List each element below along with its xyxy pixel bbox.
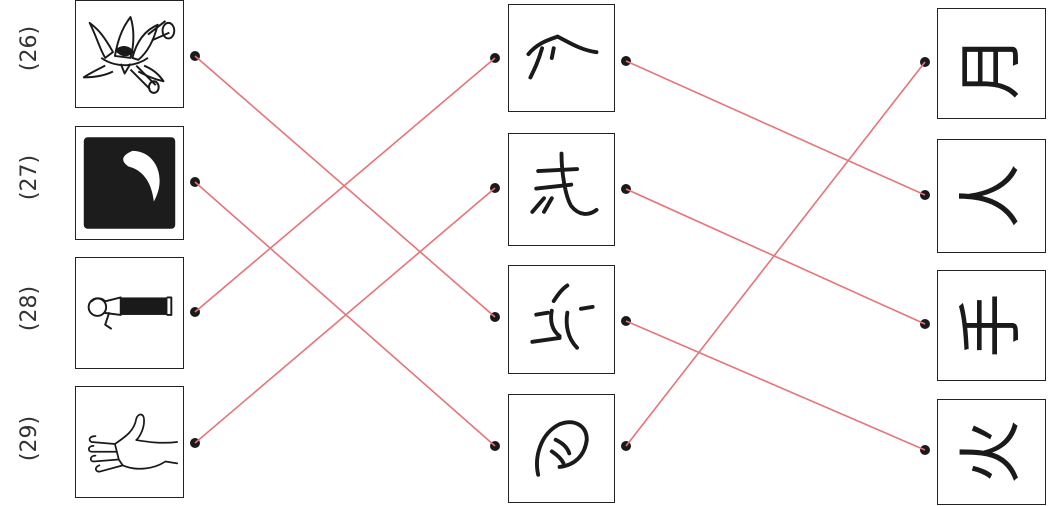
picture-box-lotus[interactable] bbox=[75, 0, 184, 108]
ancient-box-person[interactable] bbox=[508, 4, 615, 112]
match-line-picture-2 bbox=[195, 58, 495, 312]
ancient-hand-glyph bbox=[509, 134, 614, 245]
modern-char-moon: 月 bbox=[954, 35, 1029, 99]
ancient-box-hand[interactable] bbox=[508, 133, 615, 246]
hand-icon bbox=[76, 387, 183, 497]
modern-char-fire: 火 bbox=[954, 420, 1029, 484]
ancient-left-dot-1[interactable] bbox=[490, 53, 500, 63]
picture-box-hand[interactable] bbox=[75, 386, 184, 498]
question-number-27: (27) bbox=[8, 155, 52, 199]
crescent-moon-icon bbox=[76, 127, 183, 239]
modern-char-svg: 月 bbox=[938, 9, 1045, 118]
modern-char-svg: 火 bbox=[938, 400, 1045, 504]
ancient-box-moon[interactable] bbox=[508, 394, 615, 503]
lotus-flower-icon bbox=[76, 1, 183, 107]
match-line-picture-0 bbox=[195, 56, 495, 317]
ancient-left-dot-4[interactable] bbox=[490, 441, 500, 451]
ancient-right-dot-4[interactable] bbox=[621, 441, 631, 451]
match-line-character-3 bbox=[626, 62, 925, 446]
modern-box-fire[interactable]: 火 bbox=[937, 399, 1046, 505]
modern-char-svg: 手 bbox=[938, 271, 1045, 380]
ancient-right-dot-3[interactable] bbox=[621, 316, 631, 326]
modern-dot-4[interactable] bbox=[920, 445, 930, 455]
modern-box-hand[interactable]: 手 bbox=[937, 270, 1046, 381]
match-line-character-0 bbox=[626, 61, 925, 195]
modern-dot-3[interactable] bbox=[920, 319, 930, 329]
modern-char-svg: 人 bbox=[938, 140, 1045, 252]
modern-box-person[interactable]: 人 bbox=[937, 139, 1046, 253]
modern-dot-1[interactable] bbox=[920, 57, 930, 67]
question-number-28: (28) bbox=[8, 286, 52, 330]
ancient-right-dot-1[interactable] bbox=[621, 56, 631, 66]
picture-box-person[interactable] bbox=[75, 257, 184, 369]
picture-dot-27[interactable] bbox=[190, 177, 200, 187]
match-line-character-1 bbox=[626, 189, 925, 324]
ancient-left-dot-3[interactable] bbox=[490, 312, 500, 322]
picture-dot-26[interactable] bbox=[190, 51, 200, 61]
ancient-moon-glyph bbox=[509, 395, 614, 502]
picture-dot-28[interactable] bbox=[190, 307, 200, 317]
picture-dot-29[interactable] bbox=[190, 438, 200, 448]
match-line-picture-1 bbox=[195, 182, 495, 446]
modern-box-moon[interactable]: 月 bbox=[937, 8, 1046, 119]
question-number-29: (29) bbox=[8, 416, 52, 460]
question-number-26: (26) bbox=[8, 26, 52, 70]
modern-dot-2[interactable] bbox=[920, 190, 930, 200]
ancient-left-dot-2[interactable] bbox=[490, 183, 500, 193]
ancient-person-glyph bbox=[509, 5, 614, 111]
bowing-person-icon bbox=[76, 258, 183, 368]
match-line-character-2 bbox=[626, 321, 925, 450]
picture-box-moon[interactable] bbox=[75, 126, 184, 240]
ancient-fire-glyph bbox=[509, 266, 614, 373]
modern-char-hand: 手 bbox=[954, 293, 1029, 357]
match-line-picture-3 bbox=[195, 188, 495, 443]
modern-char-person: 人 bbox=[954, 164, 1029, 228]
ancient-right-dot-2[interactable] bbox=[621, 184, 631, 194]
ancient-box-fire[interactable] bbox=[508, 265, 615, 374]
